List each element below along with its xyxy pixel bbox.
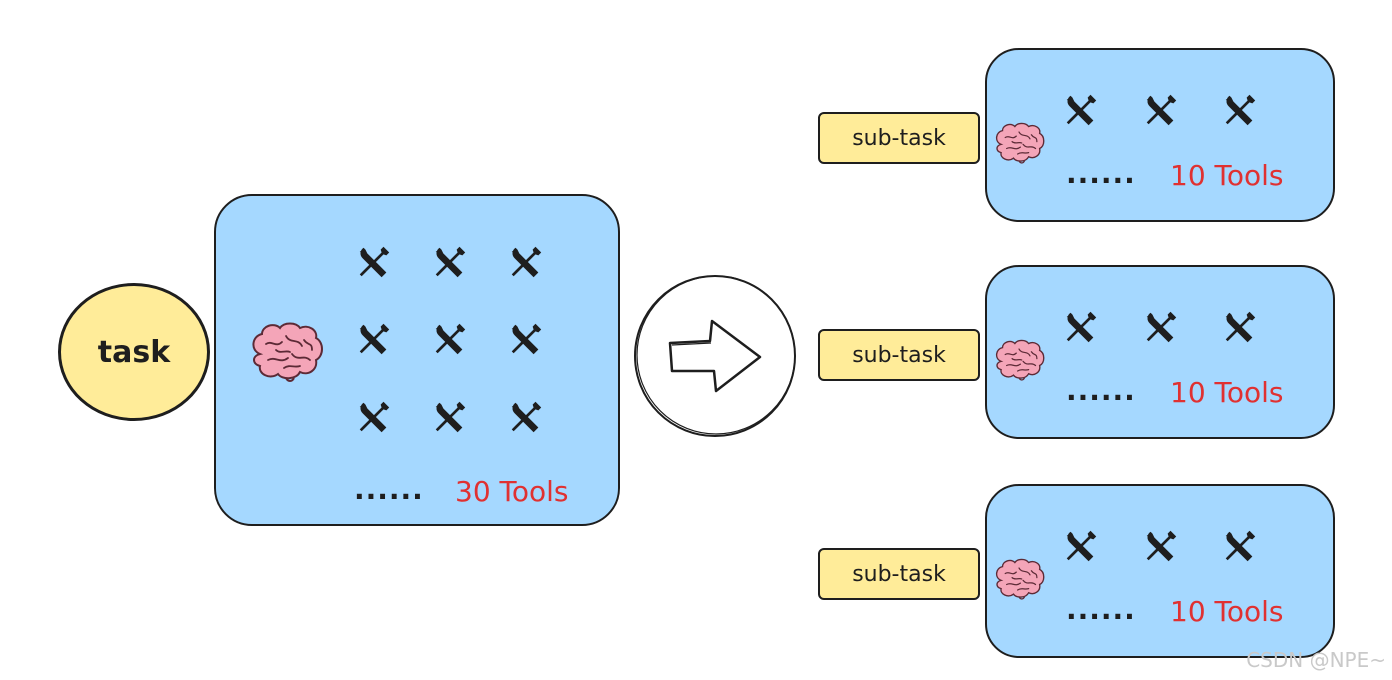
tools-icon [1221,527,1259,565]
subtask-label: sub-task [818,112,980,164]
tools-icon [355,398,393,436]
brain-icon [991,121,1047,165]
tools-icon [1142,91,1180,129]
tools-icon [431,398,469,436]
tools-icon [1062,91,1100,129]
tools-icon [1142,308,1180,346]
tools-icon [1062,308,1100,346]
subtask-tools-box [985,265,1335,439]
subtask-label: sub-task [818,548,980,600]
subtask-ellipsis: ...... [1066,593,1136,626]
subtask-tools-box [985,484,1335,658]
tools-icon [355,320,393,358]
task-node: task [58,283,210,421]
arrow-right-icon [632,273,798,439]
subtask-ellipsis: ...... [1066,374,1136,407]
main-tools-count: 30 Tools [455,475,569,508]
tools-icon [431,320,469,358]
tools-icon [1062,527,1100,565]
subtask-tools-box [985,48,1335,222]
main-ellipsis: ...... [354,473,424,506]
tools-icon [1142,527,1180,565]
brain-icon [991,338,1047,382]
tools-icon [355,243,393,281]
tools-icon [431,243,469,281]
watermark: CSDN @NPE~ [1246,648,1386,672]
brain-icon [245,320,327,384]
tools-icon [507,398,545,436]
brain-icon [991,557,1047,601]
subtask-tools-count: 10 Tools [1170,159,1284,192]
subtask-tools-count: 10 Tools [1170,376,1284,409]
tools-icon [507,243,545,281]
tools-icon [1221,308,1259,346]
subtask-label: sub-task [818,329,980,381]
subtask-tools-count: 10 Tools [1170,595,1284,628]
tools-icon [507,320,545,358]
tools-icon [1221,91,1259,129]
subtask-ellipsis: ...... [1066,157,1136,190]
